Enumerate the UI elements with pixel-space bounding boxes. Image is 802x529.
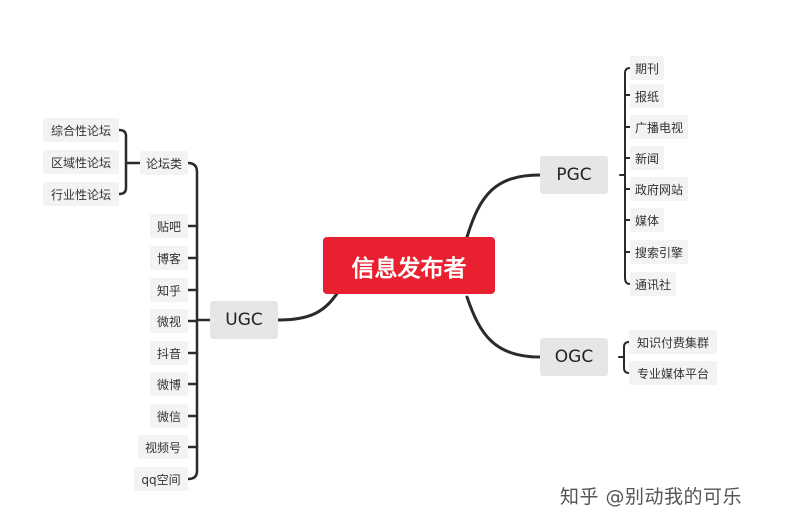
pgc-item[interactable]: 广播电视 bbox=[630, 115, 688, 139]
ugc-item[interactable]: 微博 bbox=[150, 372, 188, 396]
ogc-item[interactable]: 专业媒体平台 bbox=[629, 361, 717, 385]
branch-pgc[interactable]: PGC bbox=[540, 156, 608, 194]
ugc-item[interactable]: 微信 bbox=[150, 404, 188, 428]
ugc-item-forum[interactable]: 论坛类 bbox=[140, 151, 188, 175]
connector-ugc-ticks bbox=[186, 224, 199, 449]
pgc-item[interactable]: 媒体 bbox=[630, 208, 664, 232]
central-topic[interactable]: 信息发布者 bbox=[323, 237, 495, 294]
pgc-item[interactable]: 政府网站 bbox=[630, 177, 688, 201]
connector-central-ogc bbox=[465, 295, 542, 359]
pgc-item[interactable]: 期刊 bbox=[630, 56, 664, 80]
pgc-item[interactable]: 通讯社 bbox=[630, 272, 676, 296]
pgc-item[interactable]: 新闻 bbox=[630, 146, 664, 170]
forum-item[interactable]: 区域性论坛 bbox=[43, 150, 119, 174]
branch-ugc[interactable]: UGC bbox=[210, 301, 278, 339]
ugc-item[interactable]: 抖音 bbox=[150, 341, 188, 365]
forum-item[interactable]: 综合性论坛 bbox=[43, 118, 119, 142]
ugc-item[interactable]: 视频号 bbox=[138, 435, 188, 459]
forum-item[interactable]: 行业性论坛 bbox=[43, 182, 119, 206]
ugc-item[interactable]: 博客 bbox=[150, 246, 188, 270]
connector-forum-bracket bbox=[117, 128, 142, 196]
ogc-item[interactable]: 知识付费集群 bbox=[629, 330, 717, 354]
ugc-item[interactable]: 微视 bbox=[150, 309, 188, 333]
pgc-item[interactable]: 搜索引擎 bbox=[630, 240, 688, 264]
connector-central-ugc bbox=[276, 290, 340, 322]
connector-pgc-bracket bbox=[619, 67, 631, 285]
ugc-item[interactable]: 贴吧 bbox=[150, 214, 188, 238]
ugc-item[interactable]: 知乎 bbox=[150, 278, 188, 302]
watermark: 知乎 @别动我的可乐 bbox=[560, 486, 743, 508]
branch-ogc[interactable]: OGC bbox=[540, 338, 608, 376]
connector-central-pgc bbox=[465, 173, 542, 239]
ugc-item[interactable]: qq空间 bbox=[134, 467, 188, 491]
pgc-item[interactable]: 报纸 bbox=[630, 84, 664, 108]
connector-ogc-bracket bbox=[618, 341, 630, 374]
connector-pgc-ticks bbox=[624, 94, 631, 253]
